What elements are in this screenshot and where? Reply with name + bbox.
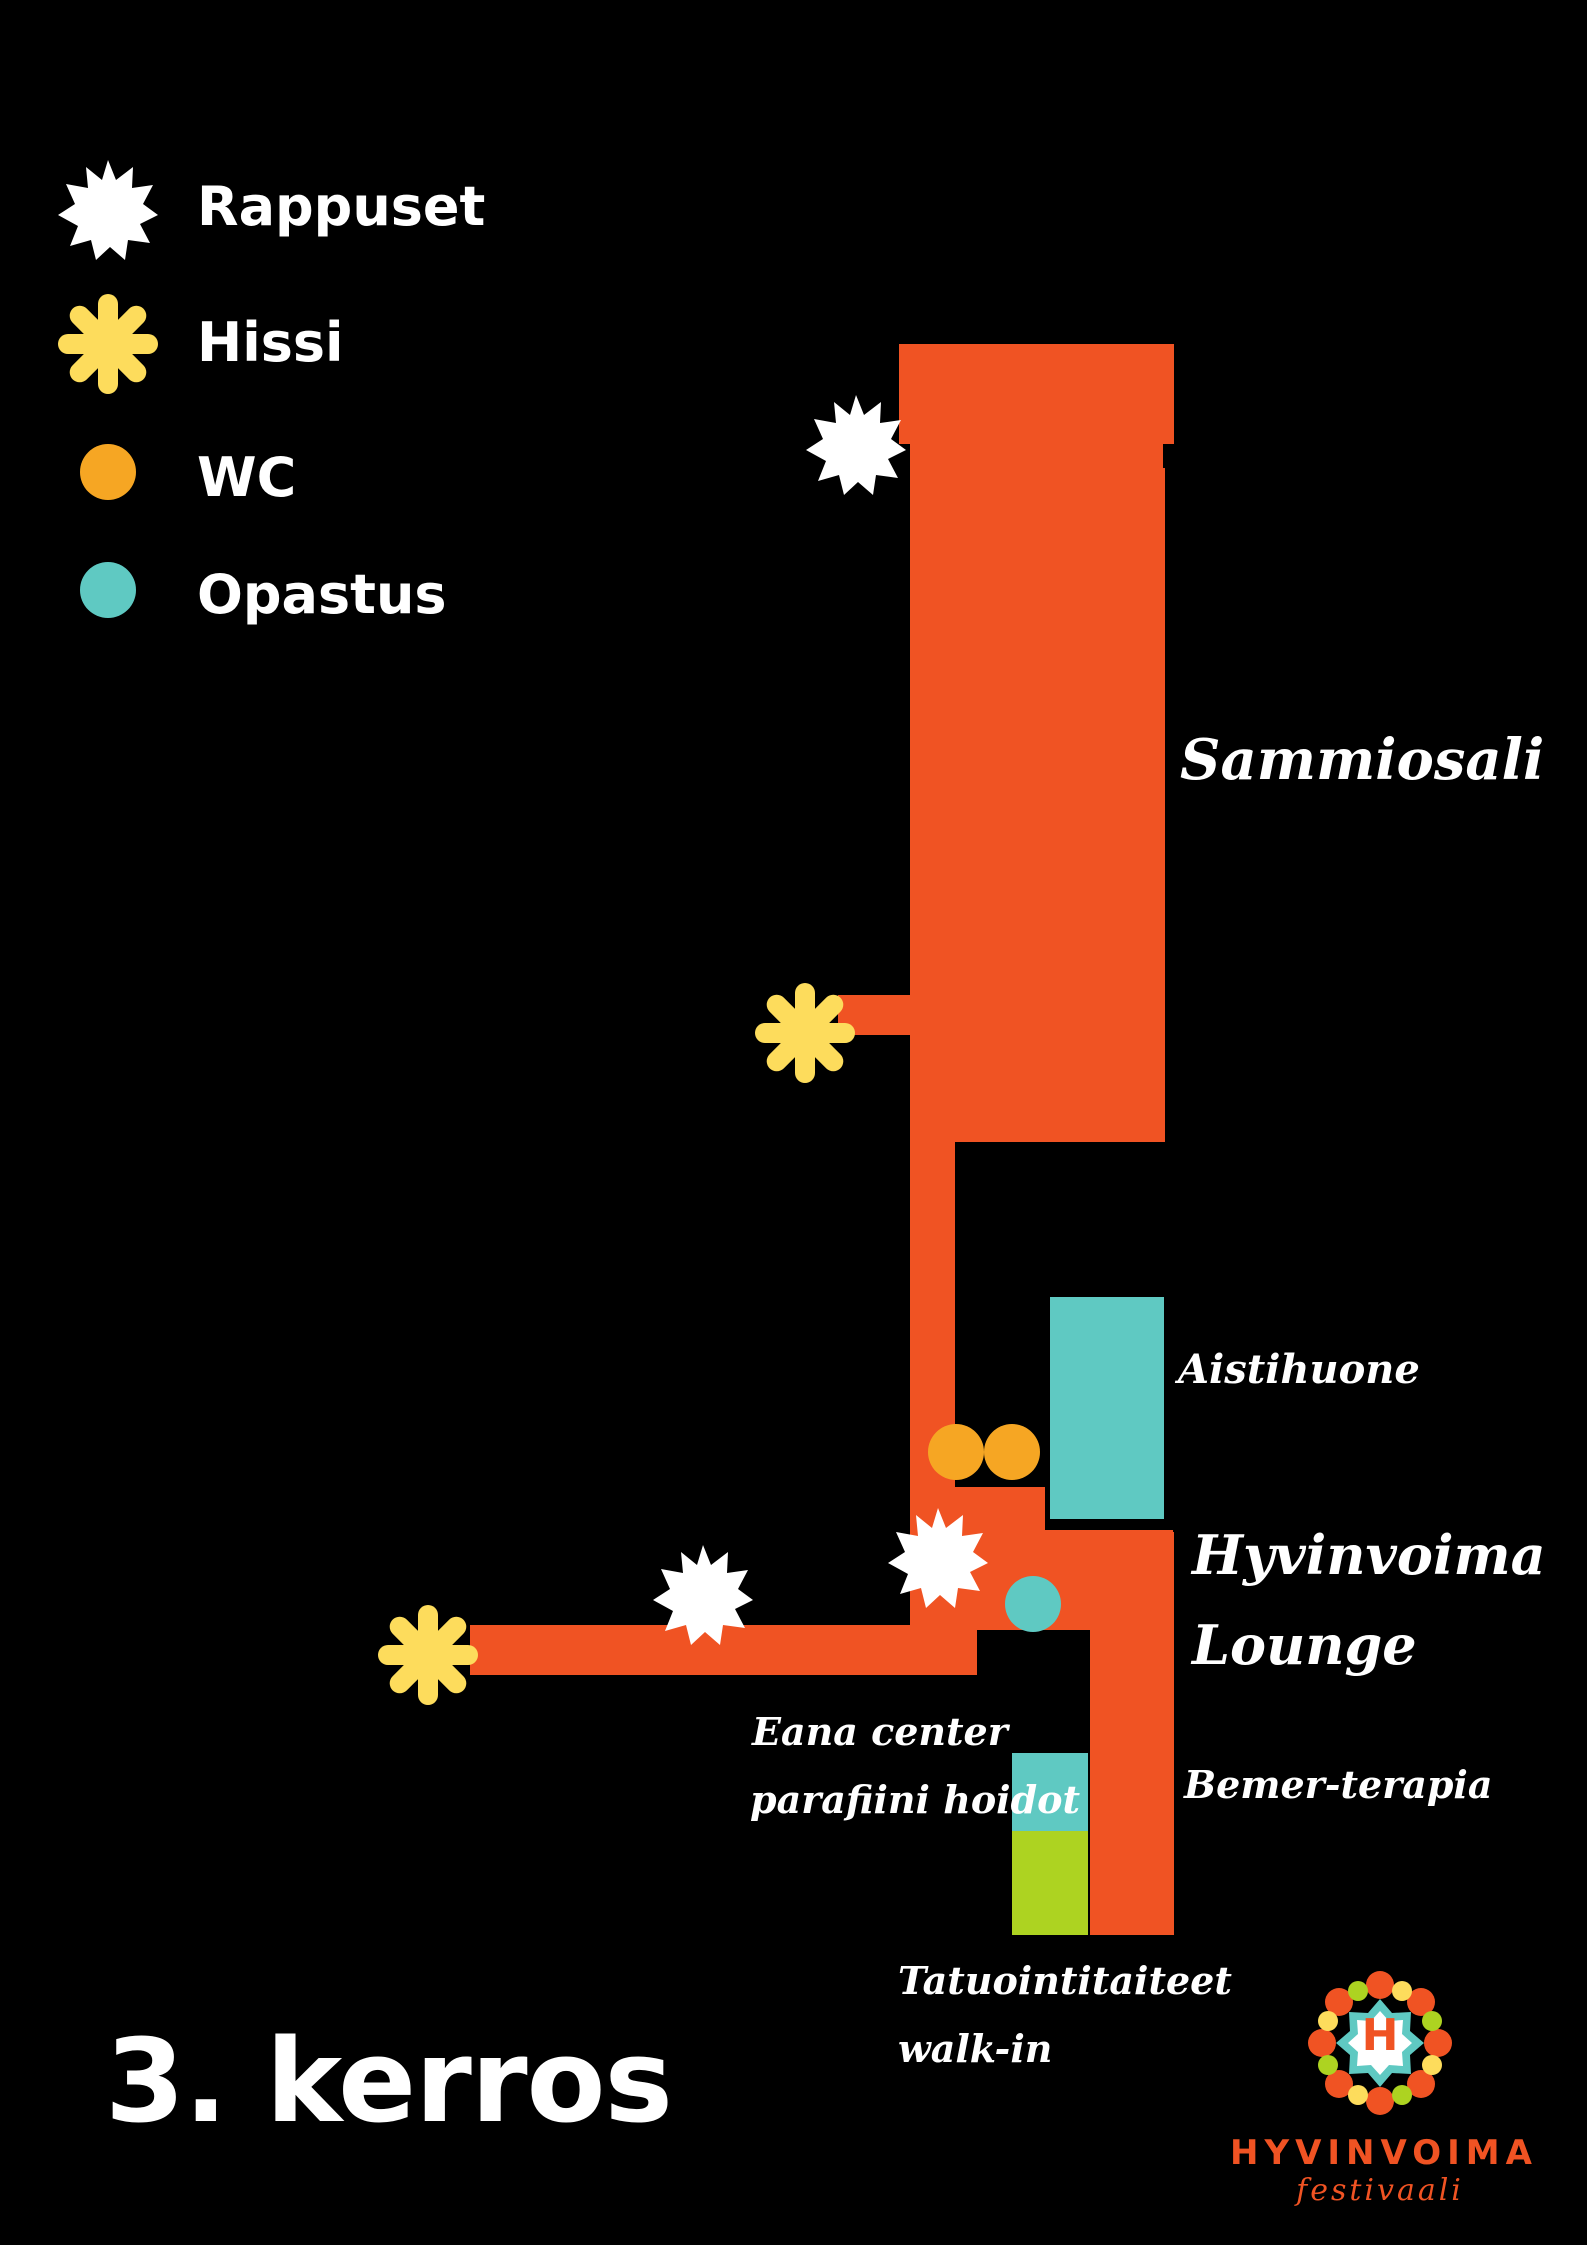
logo-name: HYVINVOIMA xyxy=(1230,2133,1538,2173)
stairs-icon xyxy=(806,395,906,495)
logo-sub: festivaali xyxy=(1296,2173,1464,2208)
label-bemer: Bemer-terapia xyxy=(1184,1762,1493,1807)
room-eana[interactable] xyxy=(1012,1753,1088,1831)
info-icon xyxy=(80,562,136,618)
elevator-icon xyxy=(755,983,855,1083)
logo-emblem-icon xyxy=(1308,1971,1452,2115)
logo-letter: H xyxy=(1361,2010,1399,2061)
elevator-icon xyxy=(378,1605,478,1705)
wc-icon xyxy=(80,444,136,500)
floor-title: 3. kerros xyxy=(105,2015,673,2149)
room-sammiosali[interactable] xyxy=(899,344,1174,1142)
legend-label-stairs: Rappuset xyxy=(197,175,486,238)
wc-icon xyxy=(928,1424,984,1480)
room-tatuointi[interactable] xyxy=(1012,1831,1088,1935)
legend-label-wc: WC xyxy=(197,446,297,509)
info-icon xyxy=(1005,1576,1061,1632)
label-aistihuone: Aistihuone xyxy=(1178,1346,1420,1393)
label-tatuointi-line2: walk-in xyxy=(898,2026,1053,2071)
legend-label-elevator: Hissi xyxy=(197,311,344,374)
label-eana-line2: parafiini hoidot xyxy=(750,1777,1081,1822)
wc-icon xyxy=(984,1424,1040,1480)
room-aistihuone[interactable] xyxy=(1050,1297,1164,1519)
label-lounge-line1: Hyvinvoima xyxy=(1192,1523,1546,1587)
label-lounge-line2: Lounge xyxy=(1192,1613,1417,1677)
label-eana-line1: Eana center xyxy=(752,1709,1008,1754)
label-sammiosali: Sammiosali xyxy=(1180,727,1545,793)
elevator-icon xyxy=(58,294,158,394)
legend-label-info: Opastus xyxy=(197,563,447,626)
room-bemer[interactable] xyxy=(1090,1625,1174,1935)
label-tatuointi-line1: Tatuointitaiteet xyxy=(898,1958,1232,2003)
stairs-icon xyxy=(58,160,158,260)
